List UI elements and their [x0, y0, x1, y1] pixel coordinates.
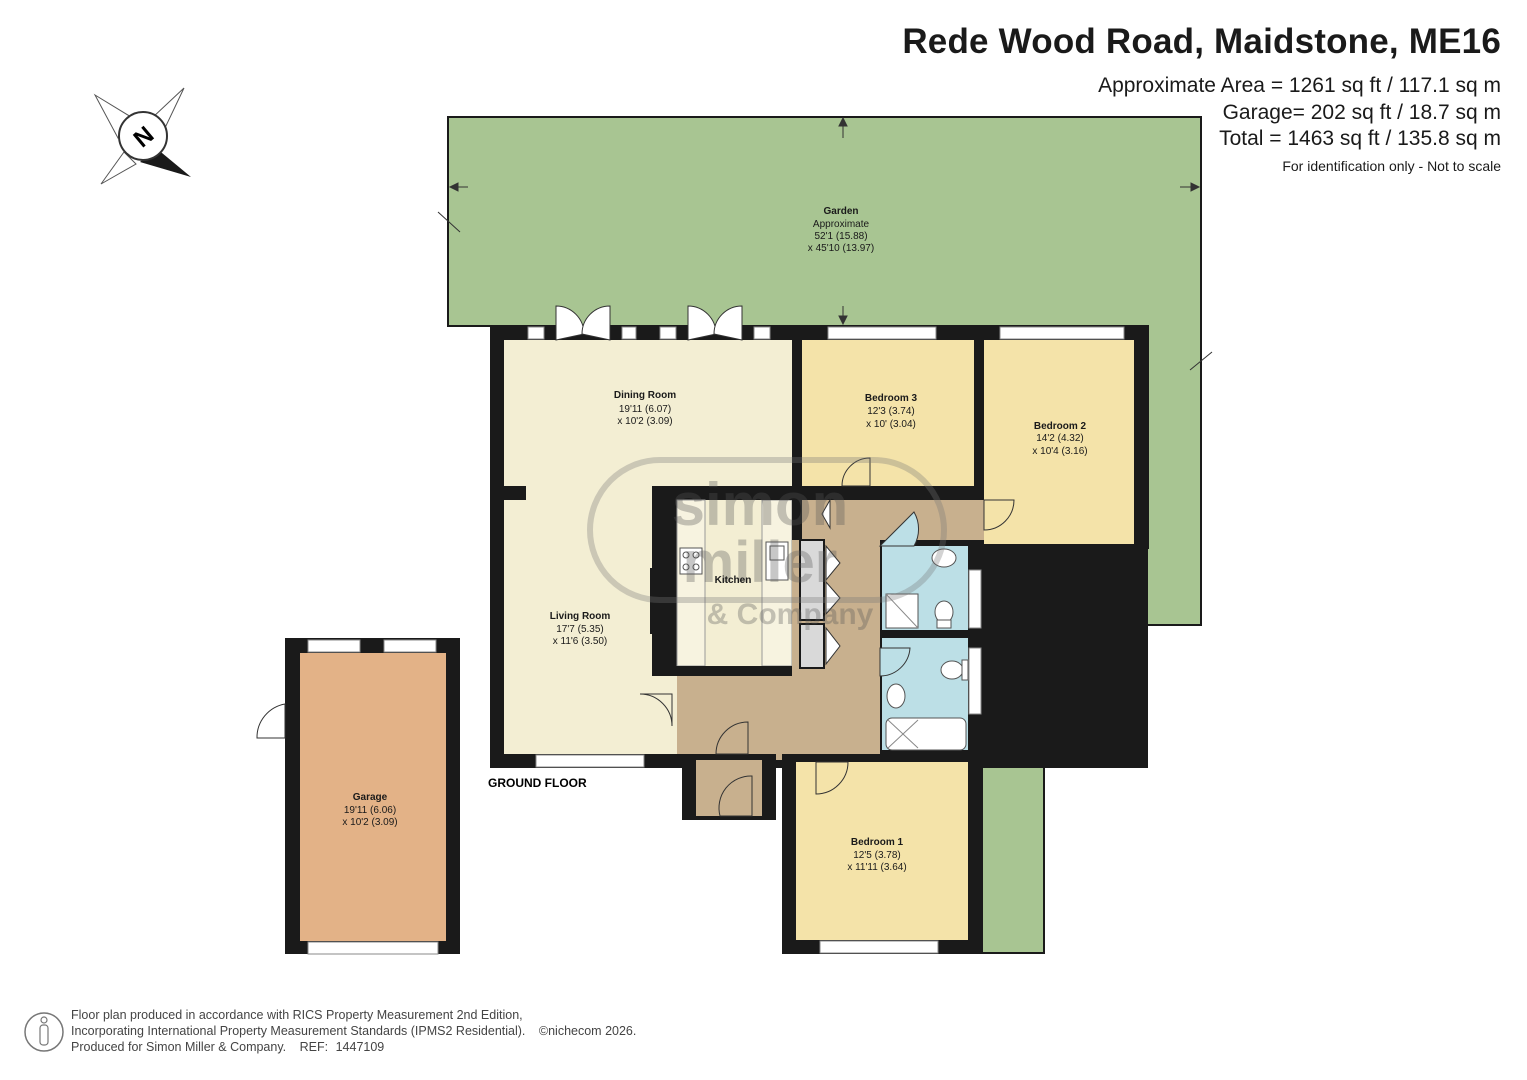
bedroom-2-line-2: x 10'4 (3.16) [1032, 446, 1087, 457]
bedroom-3-line-1: 12'3 (3.74) [867, 406, 915, 417]
company-watermark: simon miller & Company [587, 457, 947, 631]
footer-ref-value: 1447109 [335, 1040, 385, 1054]
dining-room-line-2: x 10'2 (3.09) [617, 416, 672, 427]
windows [527, 326, 1125, 954]
garage-line-1: 19'11 (6.06) [344, 805, 396, 816]
bedroom-2-line-1: 14'2 (4.32) [1036, 433, 1084, 444]
identification-note: For identification only - Not to scale [1282, 158, 1501, 174]
garden-label: Garden Approximate 52'1 (15.88) x 45'10 … [808, 206, 874, 254]
footer-line-2: Incorporating International Property Mea… [71, 1024, 526, 1038]
watermark-line-3: & Company [707, 598, 874, 631]
garage-label: Garage 19'11 (6.06) x 10'2 (3.09) [342, 792, 397, 828]
kitchen-name: Kitchen [715, 575, 752, 586]
bedroom-1-name: Bedroom 1 [851, 837, 904, 848]
dining-room-label: Dining Room 19'11 (6.07) x 10'2 (3.09) [614, 390, 676, 427]
bedroom-1-line-1: 12'5 (3.78) [853, 850, 901, 861]
person-icon [24, 1012, 64, 1052]
footer-copyright: ©nichecom 2026. [538, 1024, 637, 1038]
area-approximate: Approximate Area = 1261 sq ft / 117.1 sq… [1098, 74, 1501, 97]
bedroom-3 [802, 340, 974, 486]
bedroom-3-line-2: x 10' (3.04) [866, 419, 916, 430]
living-room-line-2: x 11'6 (3.50) [553, 636, 608, 647]
living-room-name: Living Room [550, 611, 611, 622]
garage [300, 653, 446, 941]
bedroom-1-label: Bedroom 1 12'5 (3.78) x 11'11 (3.64) [847, 837, 906, 873]
garden-line-2: 52'1 (15.88) [814, 231, 867, 242]
footer-line-3: Produced for Simon Miller & Company. [71, 1040, 287, 1054]
garden-line-3: x 45'10 (13.97) [808, 243, 874, 254]
watermark-line-2: miller [683, 530, 838, 595]
garage-name: Garage [353, 792, 388, 803]
garden-dimension-arrows [437, 116, 1213, 371]
garden-line-1: Approximate [813, 219, 870, 230]
footer-line-3-row: Produced for Simon Miller & Company. REF… [71, 1039, 636, 1055]
footer-line-2-row: Incorporating International Property Mea… [71, 1023, 636, 1039]
watermark-line-1: simon [672, 471, 849, 538]
area-garage: Garage= 202 sq ft / 18.7 sq m [1222, 101, 1501, 124]
page-title: Rede Wood Road, Maidstone, ME16 [902, 22, 1501, 61]
footer: Floor plan produced in accordance with R… [71, 1007, 636, 1055]
compass-icon: N [93, 87, 191, 185]
bedroom-3-name: Bedroom 3 [865, 393, 918, 404]
garage-door [256, 703, 286, 739]
living-room-label: Living Room 17'7 (5.35) x 11'6 (3.50) [550, 611, 611, 647]
dining-room-name: Dining Room [614, 390, 676, 401]
bedroom-2-name: Bedroom 2 [1034, 421, 1087, 432]
living-room-line-1: 17'7 (5.35) [556, 624, 604, 635]
dining-room-line-1: 19'11 (6.07) [619, 404, 671, 415]
footer-ref-label: REF: [299, 1040, 329, 1054]
garage-windows [307, 639, 439, 955]
area-total: Total = 1463 sq ft / 135.8 sq m [1219, 127, 1501, 150]
garden-name: Garden [823, 206, 858, 217]
garage-line-2: x 10'2 (3.09) [342, 817, 397, 828]
footer-line-1: Floor plan produced in accordance with R… [71, 1008, 523, 1022]
floor-label: GROUND FLOOR [488, 776, 587, 790]
doors [555, 305, 1015, 817]
bedroom-3-label: Bedroom 3 12'3 (3.74) x 10' (3.04) [865, 393, 918, 430]
bedroom-1-line-2: x 11'11 (3.64) [847, 862, 906, 873]
bedroom-2-label: Bedroom 2 14'2 (4.32) x 10'4 (3.16) [1032, 421, 1087, 457]
